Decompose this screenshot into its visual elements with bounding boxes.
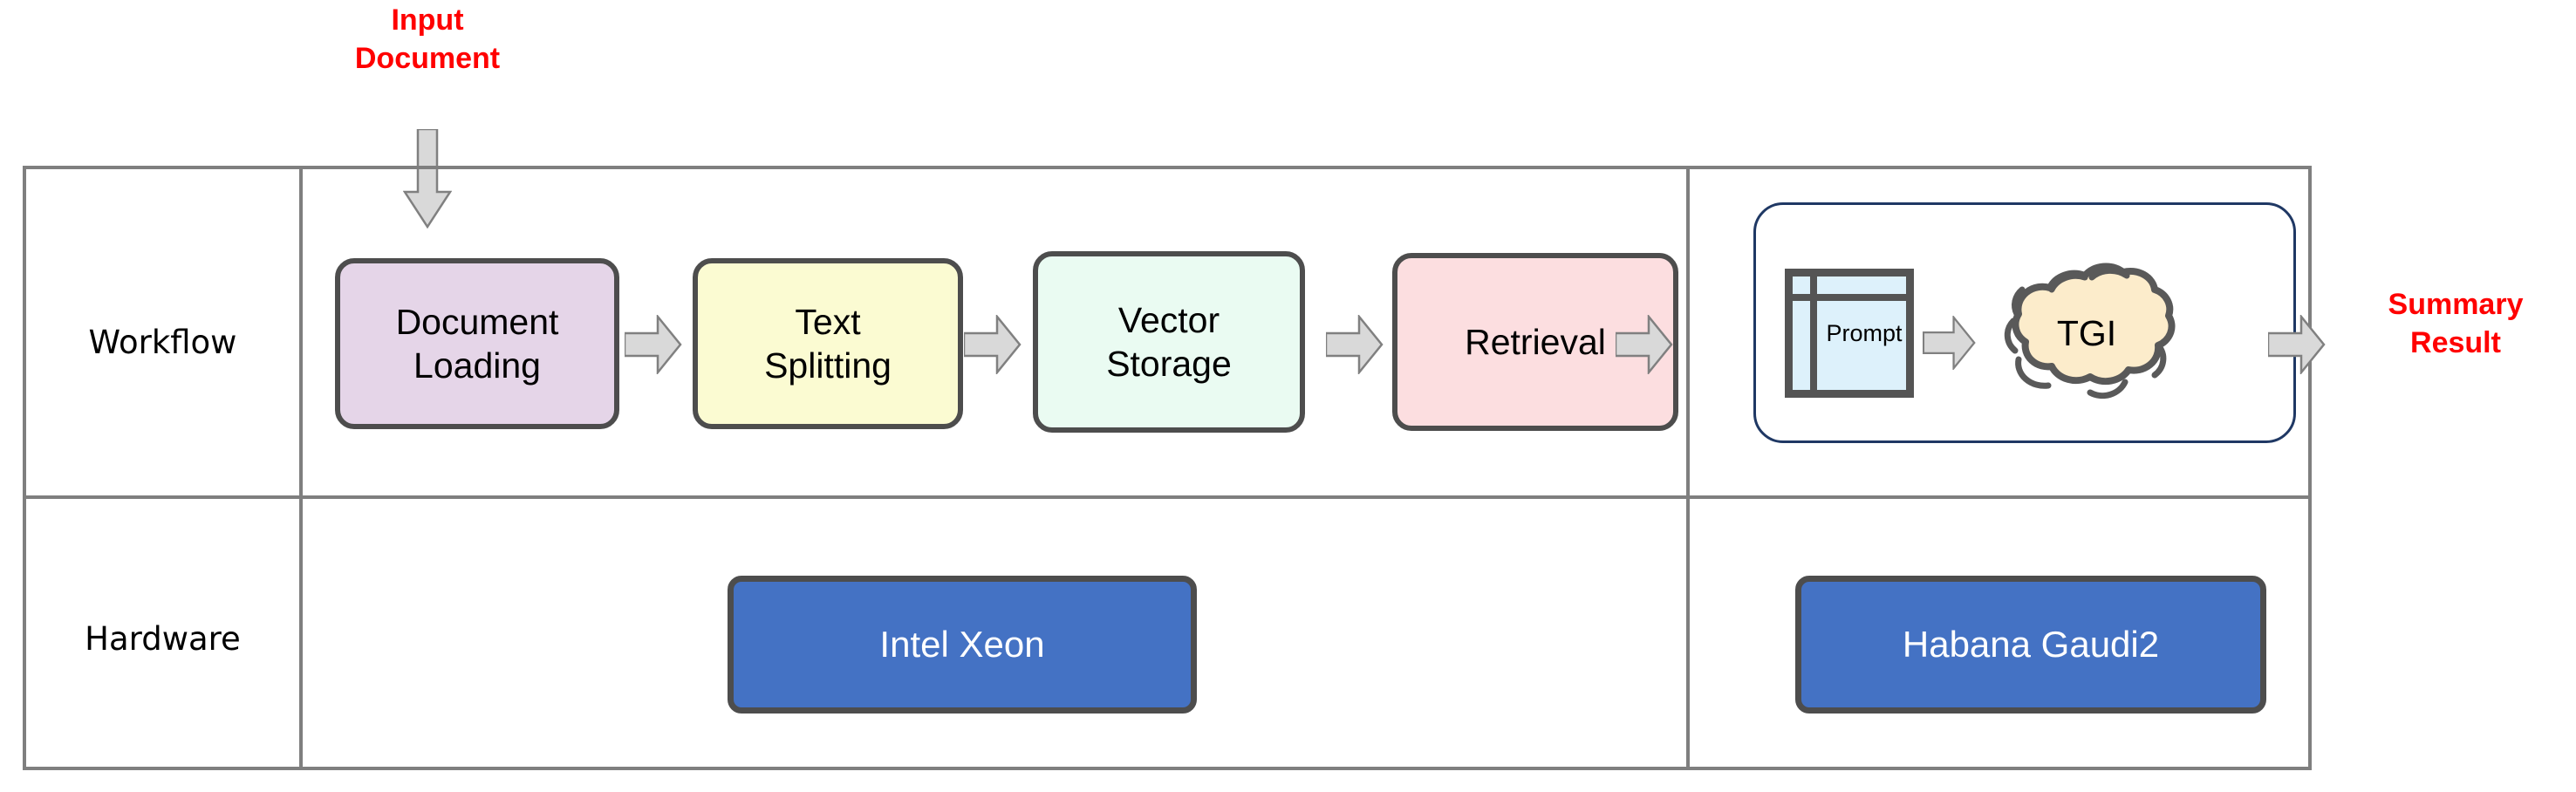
flow-arrow-icon-1 <box>625 315 682 374</box>
flow-arrow-icon-output <box>2268 315 2326 374</box>
cloud-shape <box>2004 263 2176 399</box>
stage-vector-storage[interactable]: Vector Storage <box>1033 251 1305 433</box>
hardware-habana-gaudi2[interactable]: Habana Gaudi2 <box>1795 576 2266 713</box>
input-down-arrow-icon <box>403 129 452 229</box>
hardware-intel-xeon[interactable]: Intel Xeon <box>728 576 1197 713</box>
column-divider-inference <box>1686 166 1690 770</box>
prompt-icon-column-rule <box>1810 277 1817 390</box>
prompt-icon-frame <box>1785 269 1914 398</box>
flow-arrow-icon-2 <box>964 315 1022 374</box>
flow-arrow-icon-prompt-to-tgi <box>1923 316 1976 370</box>
stage-text-splitting[interactable]: Text Splitting <box>693 258 963 429</box>
input-document-label: Input Document <box>354 3 501 75</box>
prompt-label: Prompt <box>1826 319 1903 346</box>
flow-arrow-icon-3 <box>1326 315 1384 374</box>
prompt-icon-header-rule <box>1793 294 1906 301</box>
tgi-cloud-icon[interactable]: TGI <box>1996 251 2177 415</box>
stage-document-loading[interactable]: Document Loading <box>335 258 619 429</box>
summary-result-label: Summary Result <box>2388 288 2524 359</box>
tgi-label: TGI <box>2056 312 2117 353</box>
flow-arrow-icon-4 <box>1616 315 1673 374</box>
diagram-table-frame <box>23 166 2312 770</box>
row-divider <box>23 495 2312 499</box>
row-label-hardware: Hardware <box>85 620 241 658</box>
prompt-table-icon[interactable]: Prompt <box>1785 269 1914 398</box>
column-divider-label <box>299 166 303 770</box>
row-label-workflow: Workflow <box>88 324 237 361</box>
